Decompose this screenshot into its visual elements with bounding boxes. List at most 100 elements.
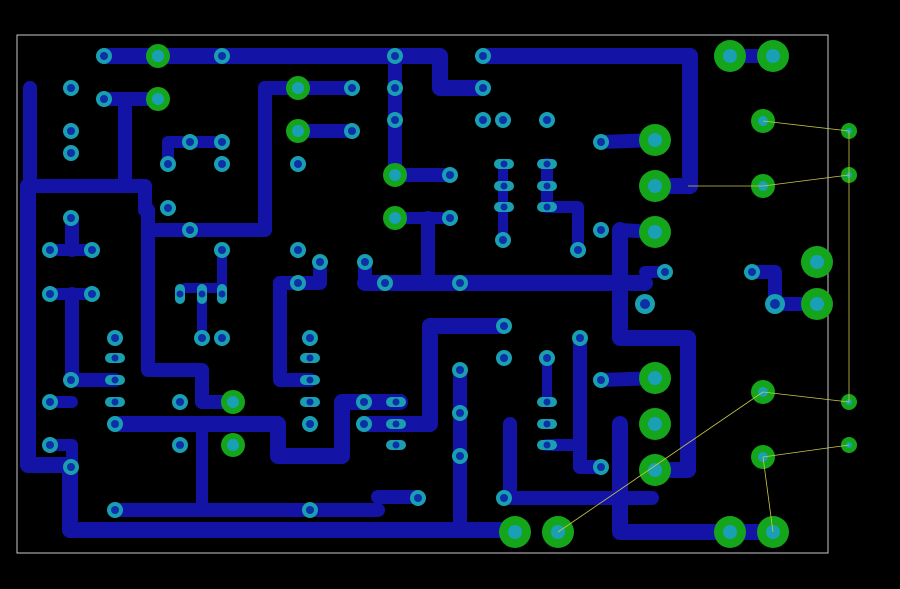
pad-hole-70: [46, 398, 54, 406]
pad-hole-60: [218, 334, 226, 342]
pad-hole-35: [164, 204, 172, 212]
oval-pad-hole-6: [111, 354, 119, 362]
pad-hole-39: [574, 246, 582, 254]
pad-hole-1: [152, 50, 164, 62]
pad-hole-72: [227, 396, 239, 408]
pad-hole-20: [67, 127, 75, 135]
ratsnest-layer: [557, 120, 850, 533]
pad-hole-89: [306, 506, 314, 514]
oval-pad-hole-11: [306, 398, 314, 406]
pad-hole-57: [810, 297, 824, 311]
pad-hole-27: [597, 138, 605, 146]
pad-hole-76: [306, 420, 314, 428]
pad-hole-23: [218, 138, 226, 146]
pad-hole-86: [414, 494, 422, 502]
pad-hole-62: [500, 322, 508, 330]
copper-track-14: [141, 203, 240, 409]
pad-hole-3: [391, 52, 399, 60]
pad-hole-56: [770, 299, 780, 309]
pad-hole-10: [292, 82, 304, 94]
pad-hole-34: [446, 214, 454, 222]
copper-track-39: [612, 222, 696, 478]
pad-hole-49: [456, 279, 464, 287]
pad-hole-50: [661, 268, 669, 276]
pad-hole-46: [361, 258, 369, 266]
pad-hole-16: [499, 116, 507, 124]
pad-hole-80: [176, 441, 184, 449]
pad-hole-8: [100, 95, 108, 103]
pad-hole-77: [360, 420, 368, 428]
pad-hole-36: [186, 226, 194, 234]
pad-hole-83: [67, 463, 75, 471]
oval-pad-hole-19: [198, 290, 206, 298]
pad-hole-40: [597, 226, 605, 234]
pad-hole-64: [500, 354, 508, 362]
pad-hole-52: [810, 255, 824, 269]
pad-hole-15: [479, 116, 487, 124]
pad-hole-87: [500, 494, 508, 502]
pad-hole-17: [543, 116, 551, 124]
pad-hole-0: [100, 52, 108, 60]
ratsnest-line-2: [762, 174, 850, 187]
oval-pad-hole-4: [500, 203, 508, 211]
pad-hole-82: [456, 452, 464, 460]
pad-hole-9: [152, 93, 164, 105]
pad-hole-14: [391, 116, 399, 124]
oval-pad-hole-20: [218, 290, 226, 298]
pad-hole-22: [186, 138, 194, 146]
pad-hole-44: [294, 246, 302, 254]
pad-hole-59: [198, 334, 206, 342]
pad-hole-24: [164, 160, 172, 168]
oval-pad-hole-9: [306, 354, 314, 362]
pad-hole-19: [348, 127, 356, 135]
pad-hole-47: [294, 279, 302, 287]
pad-hole-7: [67, 84, 75, 92]
oval-pad-hole-14: [392, 441, 400, 449]
oval-pad-hole-18: [176, 290, 184, 298]
oval-pad-hole-3: [543, 182, 551, 190]
oval-pad-hole-5: [543, 203, 551, 211]
oval-pad-hole-17: [543, 441, 551, 449]
pad-hole-66: [456, 366, 464, 374]
pad-hole-54: [88, 290, 96, 298]
pad-hole-41: [46, 246, 54, 254]
pad-hole-21: [67, 149, 75, 157]
oval-pad-hole-10: [306, 376, 314, 384]
pad-hole-63: [576, 334, 584, 342]
pad-hole-79: [46, 441, 54, 449]
pad-hole-81: [227, 439, 239, 451]
pad-hole-48: [381, 279, 389, 287]
pads-layer: [42, 40, 857, 548]
pad-hole-4: [479, 52, 487, 60]
pad-hole-42: [88, 246, 96, 254]
oval-pad-hole-8: [111, 398, 119, 406]
oval-pad-hole-16: [543, 420, 551, 428]
ratsnest-line-8: [762, 456, 774, 533]
pad-hole-51: [748, 268, 756, 276]
pad-hole-69: [648, 371, 662, 385]
oval-pad-hole-12: [392, 398, 400, 406]
oval-pad-hole-2: [500, 182, 508, 190]
pad-hole-13: [479, 84, 487, 92]
pad-hole-58: [111, 334, 119, 342]
pad-hole-92: [723, 525, 737, 539]
pad-hole-55: [640, 299, 650, 309]
oval-pad-hole-15: [543, 398, 551, 406]
pad-hole-33: [389, 212, 401, 224]
copper-track-26: [107, 394, 408, 464]
pad-hole-74: [456, 409, 464, 417]
pad-hole-18: [292, 125, 304, 137]
pad-hole-32: [446, 171, 454, 179]
pad-hole-2: [218, 52, 226, 60]
pad-hole-26: [294, 160, 302, 168]
pad-hole-53: [46, 290, 54, 298]
pad-hole-11: [348, 84, 356, 92]
copper-track-42: [745, 265, 824, 311]
copper-track-5: [23, 179, 152, 217]
copper-track-0: [96, 48, 491, 96]
ratsnest-line-6: [762, 444, 850, 458]
pad-hole-43: [218, 246, 226, 254]
pad-hole-67: [67, 376, 75, 384]
pad-hole-84: [597, 463, 605, 471]
